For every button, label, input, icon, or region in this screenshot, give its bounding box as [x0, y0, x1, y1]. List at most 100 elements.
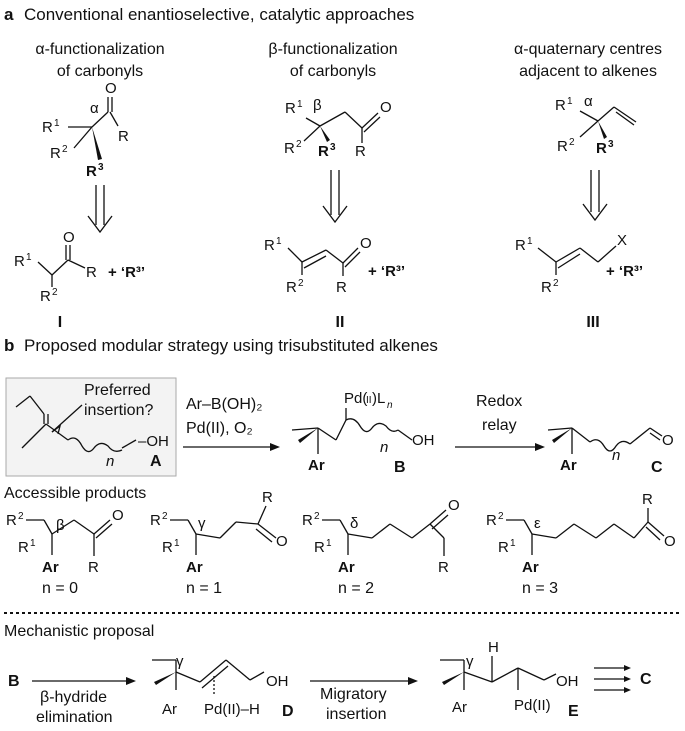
- svg-text:β: β: [313, 97, 322, 114]
- label-C: C: [651, 459, 663, 476]
- svg-text:Ar: Ar: [522, 559, 539, 576]
- retro-arrow-2: [322, 170, 348, 224]
- svg-text:2: 2: [553, 278, 559, 289]
- svg-text:2: 2: [18, 511, 24, 522]
- mech-step2-label-1: Migratory: [320, 686, 387, 703]
- svg-text:n: n: [612, 447, 620, 464]
- svg-text:OH: OH: [266, 673, 289, 690]
- svg-text:R: R: [355, 143, 366, 160]
- compound-III: III: [586, 314, 599, 331]
- svg-text:2: 2: [296, 139, 302, 150]
- svg-text:Pd(: Pd(: [344, 390, 367, 407]
- svg-text:Ar: Ar: [338, 559, 355, 576]
- svg-text:3: 3: [330, 142, 336, 153]
- section-a-letter: a: [4, 5, 14, 24]
- step2-arrow-head: [535, 443, 545, 451]
- insertion-question-1: Preferred: [84, 382, 151, 399]
- svg-text:R: R: [498, 539, 509, 556]
- section-b-letter: b: [4, 336, 14, 355]
- col1-title-2: of carbonyls: [57, 63, 143, 80]
- col3-reagent: + ‘R³’: [606, 263, 643, 280]
- svg-text:2: 2: [298, 278, 304, 289]
- svg-text:1: 1: [174, 538, 180, 549]
- mech-arrow-1-head: [126, 677, 136, 685]
- mech-step2-label-2: insertion: [326, 706, 386, 723]
- svg-text:R: R: [642, 491, 653, 508]
- mech-step1-label-1: β-hydride: [40, 689, 107, 706]
- step2-label-1: Redox: [476, 393, 522, 410]
- svg-text:2: 2: [162, 511, 168, 522]
- svg-text:Ar: Ar: [162, 701, 177, 718]
- svg-text:O: O: [664, 533, 676, 550]
- svg-text:R: R: [515, 237, 526, 254]
- svg-text:R: R: [285, 100, 296, 117]
- svg-text:O: O: [360, 235, 372, 252]
- svg-text:1: 1: [276, 236, 282, 247]
- label-D: D: [282, 703, 294, 720]
- intermediate-E-structure: H γ OH Pd(II) Ar E: [440, 639, 579, 720]
- svg-text:n: n: [106, 453, 114, 470]
- svg-text:R: R: [14, 253, 25, 270]
- svg-text:γ: γ: [176, 653, 184, 670]
- svg-text:R: R: [596, 140, 607, 157]
- svg-text:R: R: [40, 288, 51, 305]
- retro-arrow-1: [87, 185, 113, 234]
- svg-text:1: 1: [54, 118, 60, 129]
- section-a-title: Conventional enantioselective, catalytic…: [24, 5, 414, 24]
- svg-text:R: R: [262, 489, 273, 506]
- svg-text:1: 1: [297, 99, 303, 110]
- svg-text:O: O: [448, 497, 460, 514]
- mech-label-C: C: [640, 671, 652, 688]
- svg-text:O: O: [63, 229, 75, 246]
- svg-text:R: R: [50, 145, 61, 162]
- svg-text:Ar: Ar: [186, 559, 203, 576]
- label-B: B: [394, 459, 406, 476]
- product-C-structure: O n Ar C: [547, 427, 674, 476]
- substrate-A-structure: Preferred insertion? n –OH A: [15, 382, 169, 470]
- svg-text:Ar: Ar: [452, 699, 467, 716]
- svg-text:)L: )L: [372, 390, 385, 407]
- svg-text:R: R: [88, 559, 99, 576]
- svg-text:γ: γ: [198, 515, 206, 532]
- svg-text:R: R: [314, 539, 325, 556]
- svg-text:R: R: [118, 128, 129, 145]
- svg-text:α: α: [90, 100, 99, 117]
- svg-text:R: R: [18, 539, 29, 556]
- col2-reagent: + ‘R³’: [368, 263, 405, 280]
- col1-title-1: α-functionalization: [35, 41, 164, 58]
- label-A: A: [150, 453, 162, 470]
- svg-text:R: R: [86, 163, 97, 180]
- svg-text:X: X: [617, 232, 627, 249]
- svg-text:2: 2: [62, 144, 68, 155]
- svg-text:R: R: [284, 140, 295, 157]
- intermediate-B-structure: OH Pd( II )L n n Ar B: [291, 390, 435, 476]
- svg-text:β: β: [56, 517, 65, 534]
- svg-text:R: R: [555, 97, 566, 114]
- retro-arrow-3: [582, 170, 608, 222]
- mech-step1-label-2: elimination: [36, 709, 112, 726]
- svg-text:1: 1: [30, 538, 36, 549]
- compound-I: I: [58, 314, 62, 331]
- mech-arrow-2-head: [408, 677, 418, 685]
- svg-text:II: II: [366, 395, 372, 406]
- n-value-3: n = 3: [522, 580, 558, 597]
- svg-text:1: 1: [527, 236, 533, 247]
- svg-text:R: R: [438, 559, 449, 576]
- svg-text:R: R: [150, 512, 161, 529]
- svg-text:O: O: [112, 507, 124, 524]
- mechanistic-title: Mechanistic proposal: [4, 623, 154, 640]
- svg-text:R: R: [541, 279, 552, 296]
- compound-II: II: [336, 314, 345, 331]
- svg-text:R: R: [264, 237, 275, 254]
- svg-text:n: n: [380, 439, 388, 456]
- multi-step-arrows: [594, 665, 631, 693]
- svg-text:O: O: [276, 533, 288, 550]
- col2-title-1: β-functionalization: [268, 41, 397, 58]
- label-E: E: [568, 703, 579, 720]
